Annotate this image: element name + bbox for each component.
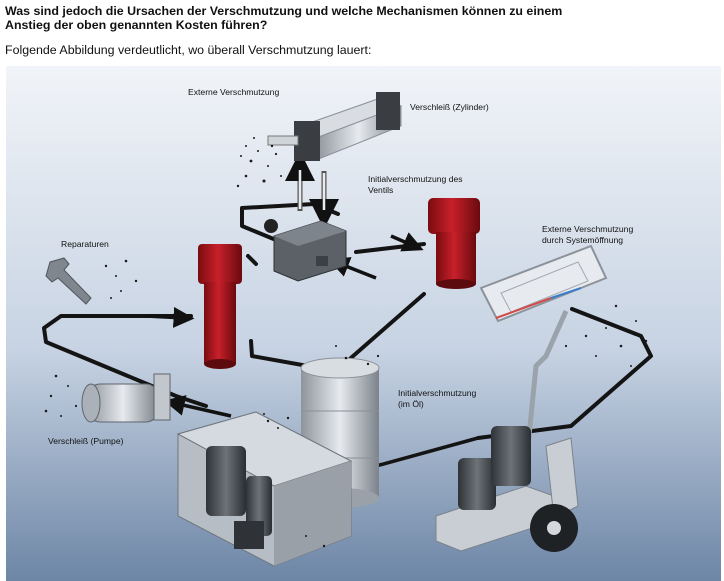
contamination-diagram: Externe Verschmutzung Verschleiß (Zylind… xyxy=(6,66,721,581)
label-initial-ventil-line1: Initialverschmutzung des xyxy=(368,174,463,184)
pump xyxy=(81,373,171,423)
intro-text: Folgende Abbildung verdeutlicht, wo über… xyxy=(5,43,372,57)
label-verschleiss-pumpe: Verschleiß (Pumpe) xyxy=(48,436,124,446)
heading-line-2: Anstieg der oben genannten Kosten führen… xyxy=(5,18,268,32)
label-externe-system-line1: Externe Verschmutzung xyxy=(542,224,633,234)
system-opening-panel xyxy=(479,244,608,323)
cylinder-arrow-fills xyxy=(298,170,326,210)
cylinder xyxy=(267,92,403,161)
heading-line-1: Was sind jedoch die Ursachen der Verschm… xyxy=(5,4,563,18)
label-reparaturen: Reparaturen xyxy=(61,239,109,249)
mobile-filter-cart xyxy=(435,426,579,552)
valve-block xyxy=(264,219,347,282)
red-filter-left xyxy=(198,244,242,369)
label-externe-system-line2: durch Systemöffnung xyxy=(542,235,623,245)
wrench-icon xyxy=(45,257,92,305)
mobile-unit-hose xyxy=(525,309,569,447)
label-initial-oel-line2: (im Öl) xyxy=(398,399,424,409)
hydraulic-tank xyxy=(176,411,353,567)
red-filter-right xyxy=(428,198,480,289)
dirt-particles xyxy=(44,137,648,548)
diagram-labels: Externe Verschmutzung Verschleiß (Zylind… xyxy=(48,87,633,446)
label-verschleiss-zylinder: Verschleiß (Zylinder) xyxy=(410,102,489,112)
label-initial-oel-line1: Initialverschmutzung xyxy=(398,388,477,398)
section-heading: Was sind jedoch die Ursachen der Verschm… xyxy=(5,4,705,32)
label-externe-verschmutzung: Externe Verschmutzung xyxy=(188,87,279,97)
label-initial-ventil-line2: Ventils xyxy=(368,185,393,195)
